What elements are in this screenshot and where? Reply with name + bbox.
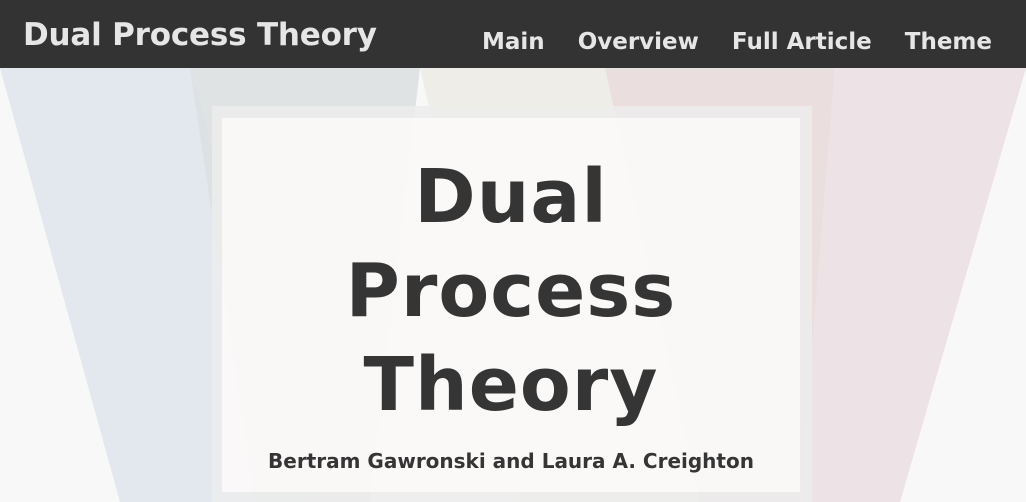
beam-pink: [800, 68, 1026, 502]
hero-authors: Bertram Gawronski and Laura A. Creighton: [268, 449, 754, 473]
hero-title-line-3: Theory: [363, 342, 659, 428]
nav-link-full-article[interactable]: Full Article: [731, 29, 872, 55]
site-title-link[interactable]: Dual Process Theory: [23, 17, 377, 53]
hero-title-line-1: Dual: [414, 154, 608, 240]
hero-title: Dual Process Theory: [222, 150, 800, 432]
hero-card: Dual Process Theory Bertram Gawronski an…: [222, 118, 800, 492]
top-navbar: Dual Process Theory Main Overview Full A…: [0, 0, 1026, 68]
hero-title-line-2: Process: [345, 248, 677, 334]
nav-link-main[interactable]: Main: [482, 29, 545, 55]
nav-link-theme[interactable]: Theme: [904, 29, 992, 55]
main-nav: Main Overview Full Article Theme: [482, 24, 992, 60]
nav-link-overview[interactable]: Overview: [577, 29, 699, 55]
hero-frame: Dual Process Theory Bertram Gawronski an…: [212, 106, 812, 502]
